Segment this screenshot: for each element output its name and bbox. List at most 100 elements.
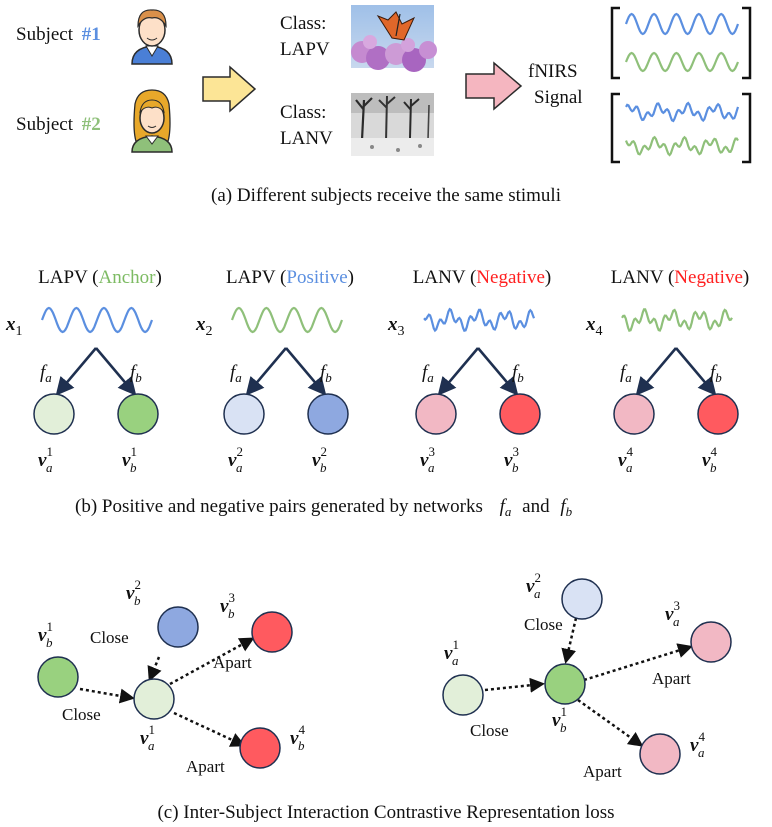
subject1-avatar-icon [131,9,173,65]
panel-b-fb-label-2: fb [320,362,332,385]
winter-image [351,93,434,156]
node-vb3 [251,611,293,653]
panel-b-arrow-fa-1 [55,347,97,396]
signal-bracket-2 [610,92,752,164]
class2-label: Class: [280,102,326,123]
caption-b-fb: fb [560,496,572,519]
panel-b-fa-label-1: fa [40,362,52,385]
edge-va1-vb4 [173,711,246,747]
label-close-2: Close [62,705,101,724]
label-close-1: Close [90,628,129,647]
panel-b-fa-label-2: fa [230,362,242,385]
node-va3 [690,621,732,663]
signal-wave-green-1 [624,51,740,73]
node-vb1-anchor [544,663,586,705]
panel-b-signal-wave-4 [621,308,733,332]
subject1-label: Subject #1 [16,24,101,45]
panel-b-title-4: LANV (Negative) [611,267,749,288]
edge-vb1-va4 [577,698,644,747]
edge-vb1-va1 [79,687,135,704]
panel-b-x-label-3: x3 [387,314,405,339]
panel-b-title-1: LAPV (Anchor) [38,267,162,288]
panel-b-node-va-4 [613,393,655,435]
class1-value: LAPV [280,39,330,60]
panel-b-x-label-1: x1 [5,314,23,339]
panel-b-arrow-fa-4 [635,347,677,396]
panel-b-fb-label-4: fb [710,362,722,385]
panel-c-right: Close Close Apart Apart [442,578,732,781]
node-vb1 [37,656,79,698]
class1-label: Class: [280,13,326,34]
subject2-label: Subject #2 [16,114,101,135]
edge-va2-vb1 [561,617,578,664]
label-apart-3: Apart [652,669,691,688]
panel-b-arrow-fb-2 [285,347,327,396]
panel-c-left: Close Close Apart Apart [37,606,293,776]
panel-a: Subject #1 Subject #2 Class: [16,5,752,206]
panel-b-node-vb-1 [117,393,159,435]
signal-bracket-1 [610,6,752,80]
label-apart-1: Apart [213,653,252,672]
panel-b-fa-label-3: fa [422,362,434,385]
node-va4 [639,733,681,775]
signal-label-line2: Signal [534,87,583,108]
node-va1 [442,674,484,716]
panel-b-signal-wave-1 [40,306,154,334]
caption-b: (b) Positive and negative pairs generate… [75,496,573,521]
edge-va1-vb1 [484,677,545,693]
panel-b-arrow-fb-1 [95,347,137,396]
butterfly-image [351,5,437,72]
panel-b-node-vb-3 [499,393,541,435]
panel-b-arrow-fa-3 [437,347,479,396]
subject2-avatar-icon [131,89,173,153]
panel-b-x-label-4: x4 [585,314,603,339]
signal-label-line1: fNIRS [528,61,578,82]
class2-value: LANV [280,128,333,149]
panel-b-node-va-1 [33,393,75,435]
panel-b-fb-label-1: fb [130,362,142,385]
caption-a: (a) Different subjects receive the same … [211,185,561,206]
panel-b-fa-label-4: fa [620,362,632,385]
label-apart-2: Apart [186,757,225,776]
node-va1-anchor [133,678,175,720]
panel-b-fb-label-3: fb [512,362,524,385]
panel-b-signal-wave-3 [423,307,536,333]
pink-arrow-icon [465,61,523,111]
label-apart-4: Apart [583,762,622,781]
edge-vb2-va1 [147,656,162,682]
panel-b-x-label-2: x2 [195,314,213,339]
panel-b-arrow-fa-2 [245,347,287,396]
panel-b-node-va-3 [415,393,457,435]
signal-wave-green-2 [624,135,739,157]
panel-b-node-va-2 [223,393,265,435]
panel-b-node-vb-4 [697,393,739,435]
label-close-3: Close [524,615,563,634]
panel-b-node-vb-2 [307,393,349,435]
panel-b-title-3: LANV (Negative) [413,267,551,288]
edge-vb1-va3 [583,643,693,682]
node-va2 [561,578,603,620]
label-close-4: Close [470,721,509,740]
